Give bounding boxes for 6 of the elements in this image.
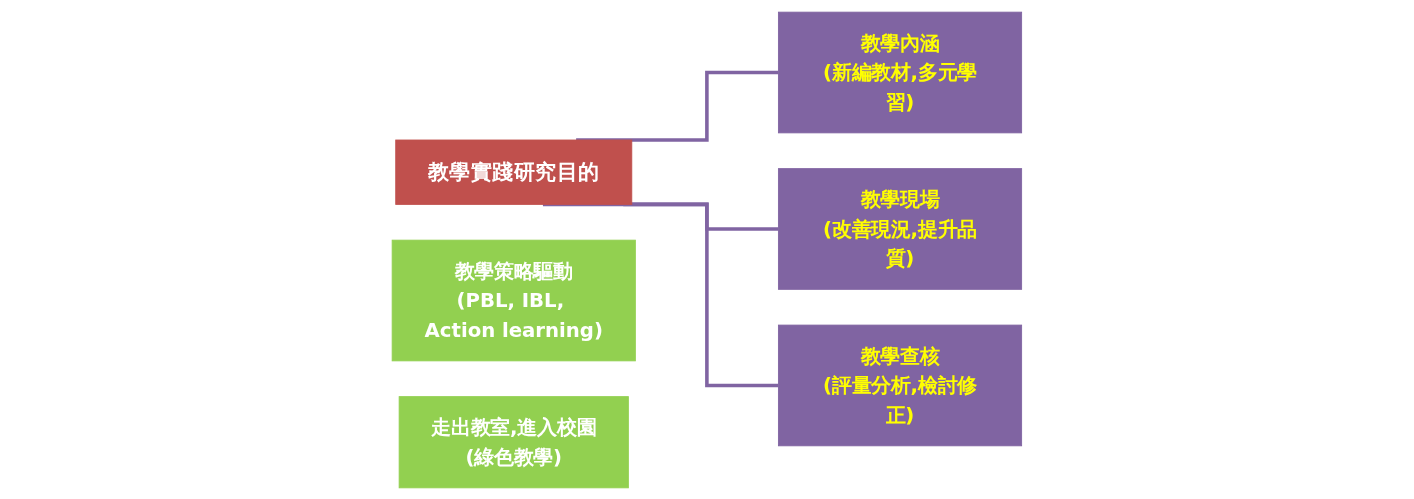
node-box: 教學查核 (評量分析,檢討修正): [778, 324, 1023, 446]
node-box: 教學策略驅動 (PBL, IBL, Action learning): [391, 239, 636, 361]
node-box: 走出教室,進入校園 (綠色教學): [398, 395, 629, 488]
node-box: 教學實踐研究目的: [395, 139, 633, 205]
node-box: 教學現場 (改善現況,提升品質): [778, 167, 1023, 290]
node-box: 教學內涵 (新編教材,多元學習): [778, 11, 1023, 133]
